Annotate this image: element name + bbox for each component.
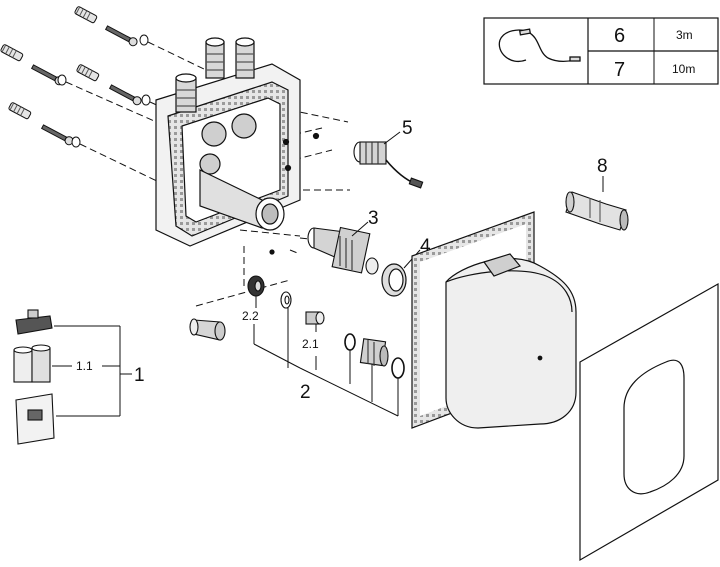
wall-cover-plate: [579, 282, 719, 562]
part-2-leader-lines: [253, 296, 399, 417]
part-1-leader-lines: [52, 325, 132, 417]
part-2-1-nipple: [305, 311, 325, 325]
cable-length-table: 6 3m 7 10m: [483, 17, 719, 85]
washer: [71, 136, 81, 148]
wall-anchor: [0, 44, 24, 62]
wall-anchor: [74, 6, 98, 24]
callout-8: 8: [597, 156, 608, 177]
part-2-washer: [280, 291, 292, 309]
washer: [139, 34, 149, 46]
part-4-seal-ring: [381, 263, 407, 297]
part-1-battery-housing: [15, 393, 55, 445]
callout-2-1: 2.1: [302, 337, 319, 351]
concealed-mounting-box: [155, 37, 320, 255]
wall-anchors-and-screws: [0, 6, 151, 148]
part-2-o-ring: [344, 333, 356, 351]
callout-3: 3: [368, 208, 379, 229]
inlet-connector: [205, 37, 225, 79]
wall-anchor: [8, 102, 32, 120]
part-2-o-ring: [391, 357, 405, 379]
callout-5: 5: [402, 118, 413, 139]
part-3-valve-cartridge: [307, 226, 379, 275]
screw: [40, 124, 74, 146]
callout-2-2: 2.2: [242, 309, 259, 323]
part-2-2-nut: [247, 275, 265, 297]
washer: [57, 74, 67, 86]
table-row-2-length: 10m: [672, 62, 695, 76]
callout-1: 1: [134, 365, 145, 386]
inlet-connector: [235, 37, 255, 79]
part-1-battery-lid: [15, 309, 53, 335]
screw: [104, 25, 138, 47]
table-row-1-item: 6: [614, 25, 625, 47]
callout-1-1: 1.1: [76, 359, 93, 373]
wall-anchor: [76, 64, 100, 82]
cover-housing: [445, 253, 577, 429]
part-2-check-valve: [359, 338, 389, 367]
part-1-1-battery: [13, 344, 51, 383]
table-row-1-length: 3m: [676, 28, 693, 42]
callout-4: 4: [420, 236, 431, 257]
inlet-connector: [175, 73, 197, 113]
washer: [141, 94, 151, 106]
screw: [108, 84, 142, 106]
part-5-electronic-module: [353, 141, 424, 189]
callout-2: 2: [300, 382, 311, 403]
part-2-2-connector: [189, 318, 226, 341]
table-row-2-item: 7: [614, 59, 625, 81]
trim-mounting-plate: [411, 211, 577, 429]
cable-icon: [498, 28, 581, 63]
part-8-assembly-key: [565, 191, 629, 231]
